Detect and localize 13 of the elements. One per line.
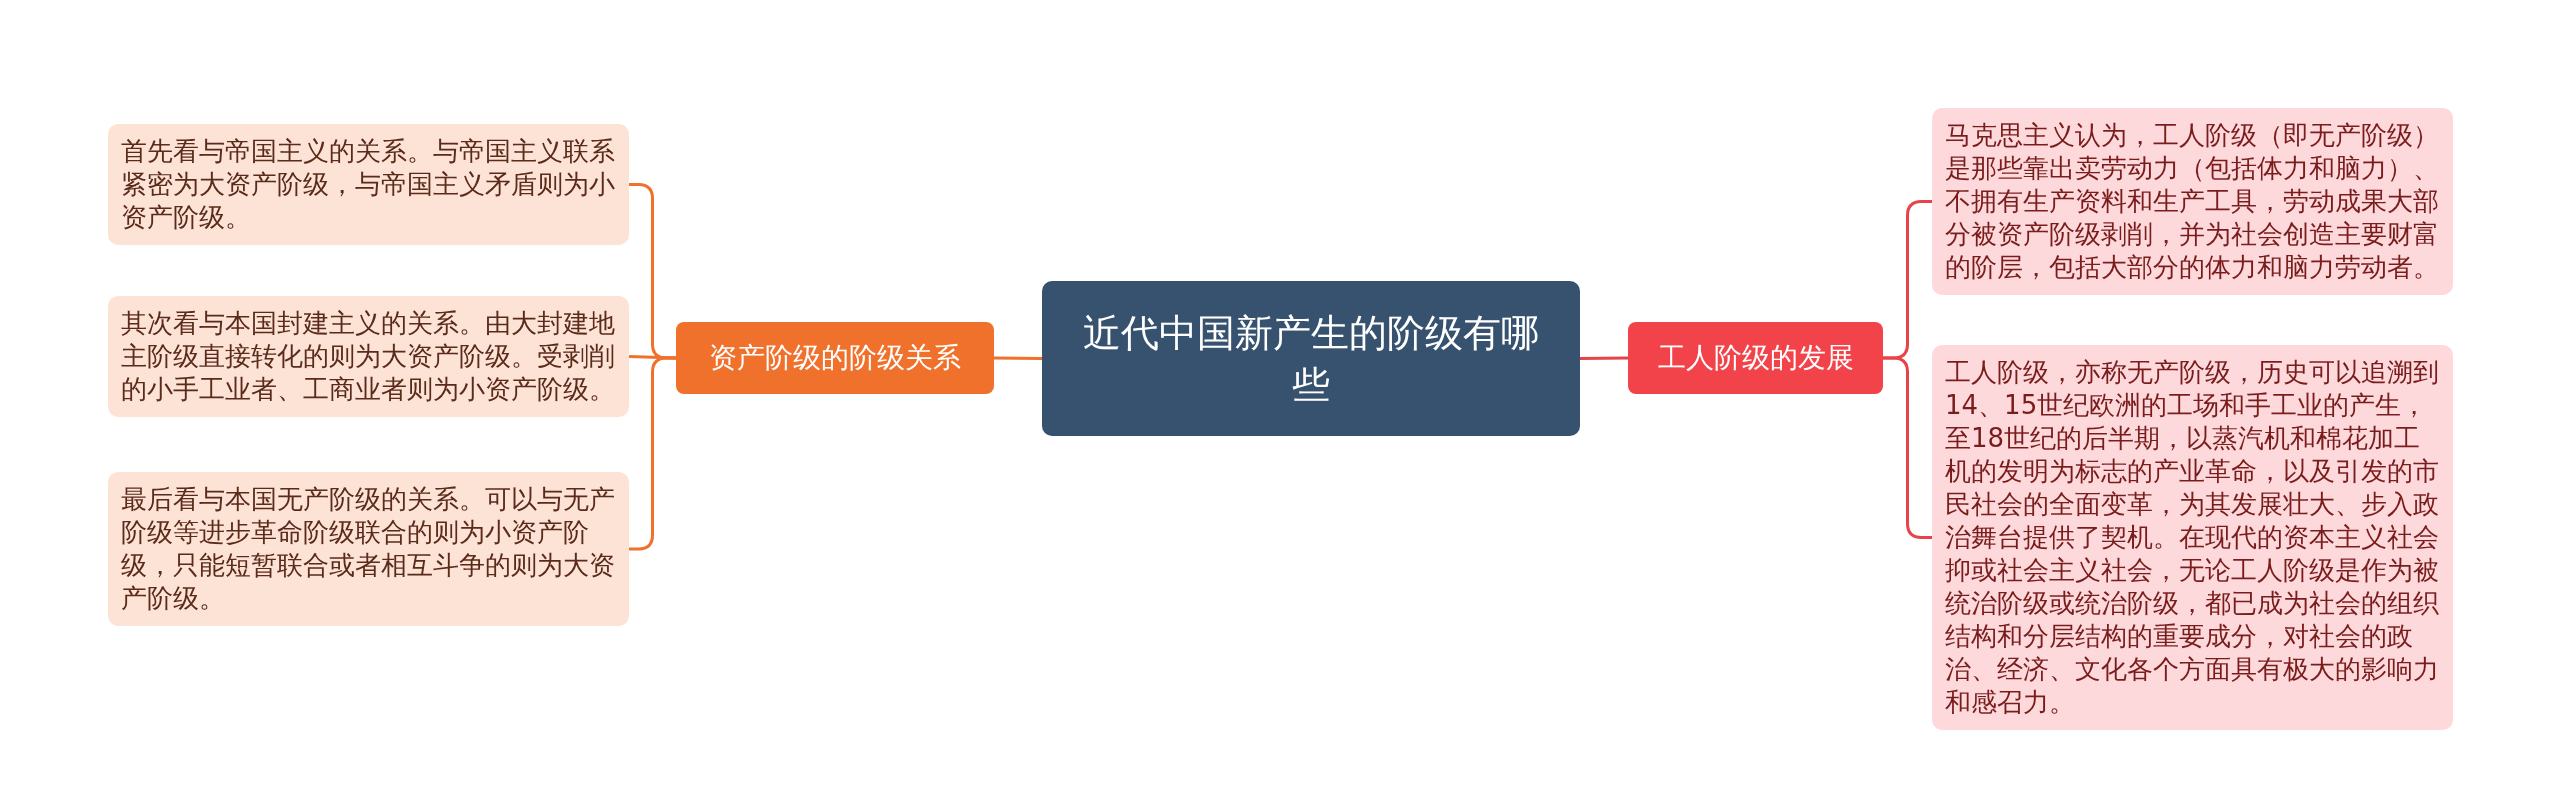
branch-box: 资产阶级的阶级关系: [676, 322, 994, 394]
note-box: 首先看与帝国主义的关系。与帝国主义联系紧密为大资产阶级，与帝国主义矛盾则为小资产阶级。: [108, 124, 629, 245]
connector-line: [994, 356, 1042, 360]
note-box: 马克思主义认为，工人阶级（即无产阶级）是那些靠出卖劳动力（包括体力和脑力）、不拥有生产资料和生产工具，劳动成果大部分被资产阶级剥削，并为社会创造主要财富的阶层，包括大部分的体力和脑力劳动者。: [1932, 108, 2453, 295]
note-box: 最后看与本国无产阶级的关系。可以与无产阶级等进步革命阶级联合的则为小资产阶级，只能短暂联合或者相互斗争的则为大资产阶级。: [108, 472, 629, 626]
note-box: 工人阶级，亦称无产阶级，历史可以追溯到14、15世纪欧洲的工场和手工业的产生，至18世纪的后半期，以蒸汽机和棉花加工机的发明为标志的产业革命，以及引发的市民社会的全面变革，为其发展壮大、步入政治舞台提供了契机。在现代的资本主义社会抑或社会主义社会，无论工人阶级是作为被统治阶级或统治阶级，都已成为社会的组织结构和分层结构的重要成分，对社会的政治、经济、文化各个方面具有极大的影响力和感召力。: [1932, 345, 2453, 730]
connector-line: [1883, 356, 1932, 539]
branch-box: 工人阶级的发展: [1628, 322, 1883, 394]
note-box: 其次看与本国封建主义的关系。由大封建地主阶级直接转化的则为大资产阶级。受剥削的小手工业者、工商业者则为小资产阶级。: [108, 296, 629, 417]
topic-box: 近代中国新产生的阶级有哪些: [1042, 281, 1580, 436]
connector-line: [629, 356, 676, 551]
connector-line: [628, 355, 677, 360]
connector-line: [1580, 356, 1628, 360]
